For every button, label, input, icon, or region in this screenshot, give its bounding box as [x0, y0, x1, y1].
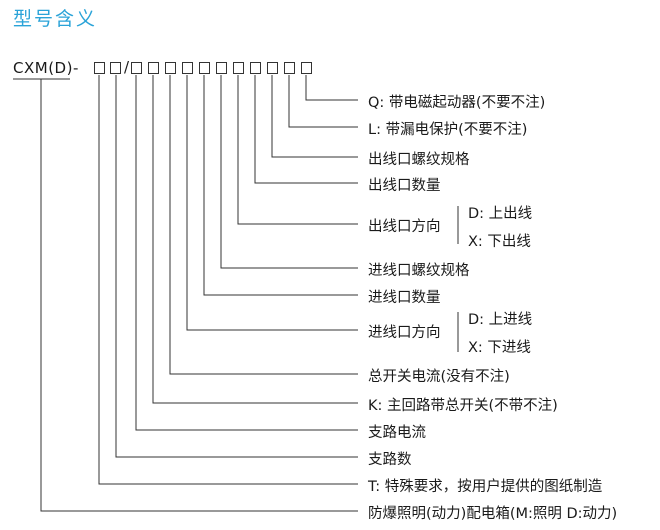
label-out-thread: 出线口螺纹规格 — [368, 152, 470, 168]
label-out-dir-d: D: 上出线 — [468, 206, 533, 222]
page-title: 型号含义 — [13, 8, 98, 30]
model-code-prefix: CXM(D)- — [13, 59, 79, 77]
connector-branch-current — [135, 75, 358, 431]
label-main-current: 总开关电流(没有不注) — [368, 369, 510, 385]
label-l: L: 带漏电保护(不要不注) — [368, 122, 528, 138]
connector-in-count — [203, 75, 358, 296]
label-in-dir-d: D: 上进线 — [468, 312, 533, 328]
code-box — [301, 62, 312, 74]
connector-l — [288, 75, 358, 128]
connector-branch-count — [115, 75, 358, 458]
connector-out-count — [254, 75, 358, 184]
code-box — [250, 62, 261, 74]
label-t: T: 特殊要求，按用户提供的图纸制造 — [368, 479, 603, 495]
connector-k — [152, 75, 358, 404]
label-out-dir-x: X: 下出线 — [468, 234, 531, 250]
label-branch-count: 支路数 — [368, 452, 412, 468]
code-box — [110, 62, 121, 74]
label-k: K: 主回路带总开关(不带不注) — [368, 398, 558, 414]
code-box — [267, 62, 278, 74]
label-branch-current: 支路电流 — [368, 425, 426, 441]
label-in-thread: 进线口螺纹规格 — [368, 263, 470, 279]
connector-in-dir — [186, 75, 358, 331]
label-in-count: 进线口数量 — [368, 290, 441, 306]
label-in-dir-x: X: 下进线 — [468, 340, 531, 356]
connector-in-thread — [220, 75, 358, 269]
connector-q — [305, 75, 358, 101]
code-box — [131, 62, 142, 74]
connector-t — [98, 75, 358, 485]
code-box — [199, 62, 210, 74]
label-type: 防爆照明(动力)配电箱(M:照明 D:动力) — [368, 506, 618, 522]
code-slash: / — [124, 58, 130, 76]
connector-out-thread — [271, 75, 358, 158]
label-out-dir: 出线口方向 — [368, 219, 441, 235]
code-box — [233, 62, 244, 74]
connector-type — [40, 79, 358, 512]
label-out-count: 出线口数量 — [368, 178, 441, 194]
code-box — [182, 62, 193, 74]
code-box — [94, 62, 105, 74]
code-box — [284, 62, 295, 74]
code-box — [165, 62, 176, 74]
connector-out-dir — [237, 75, 358, 225]
connector-main-current — [169, 75, 358, 375]
label-q: Q: 带电磁起动器(不要不注) — [368, 95, 546, 111]
label-in-dir: 进线口方向 — [368, 325, 441, 341]
code-box — [148, 62, 159, 74]
code-box — [216, 62, 227, 74]
